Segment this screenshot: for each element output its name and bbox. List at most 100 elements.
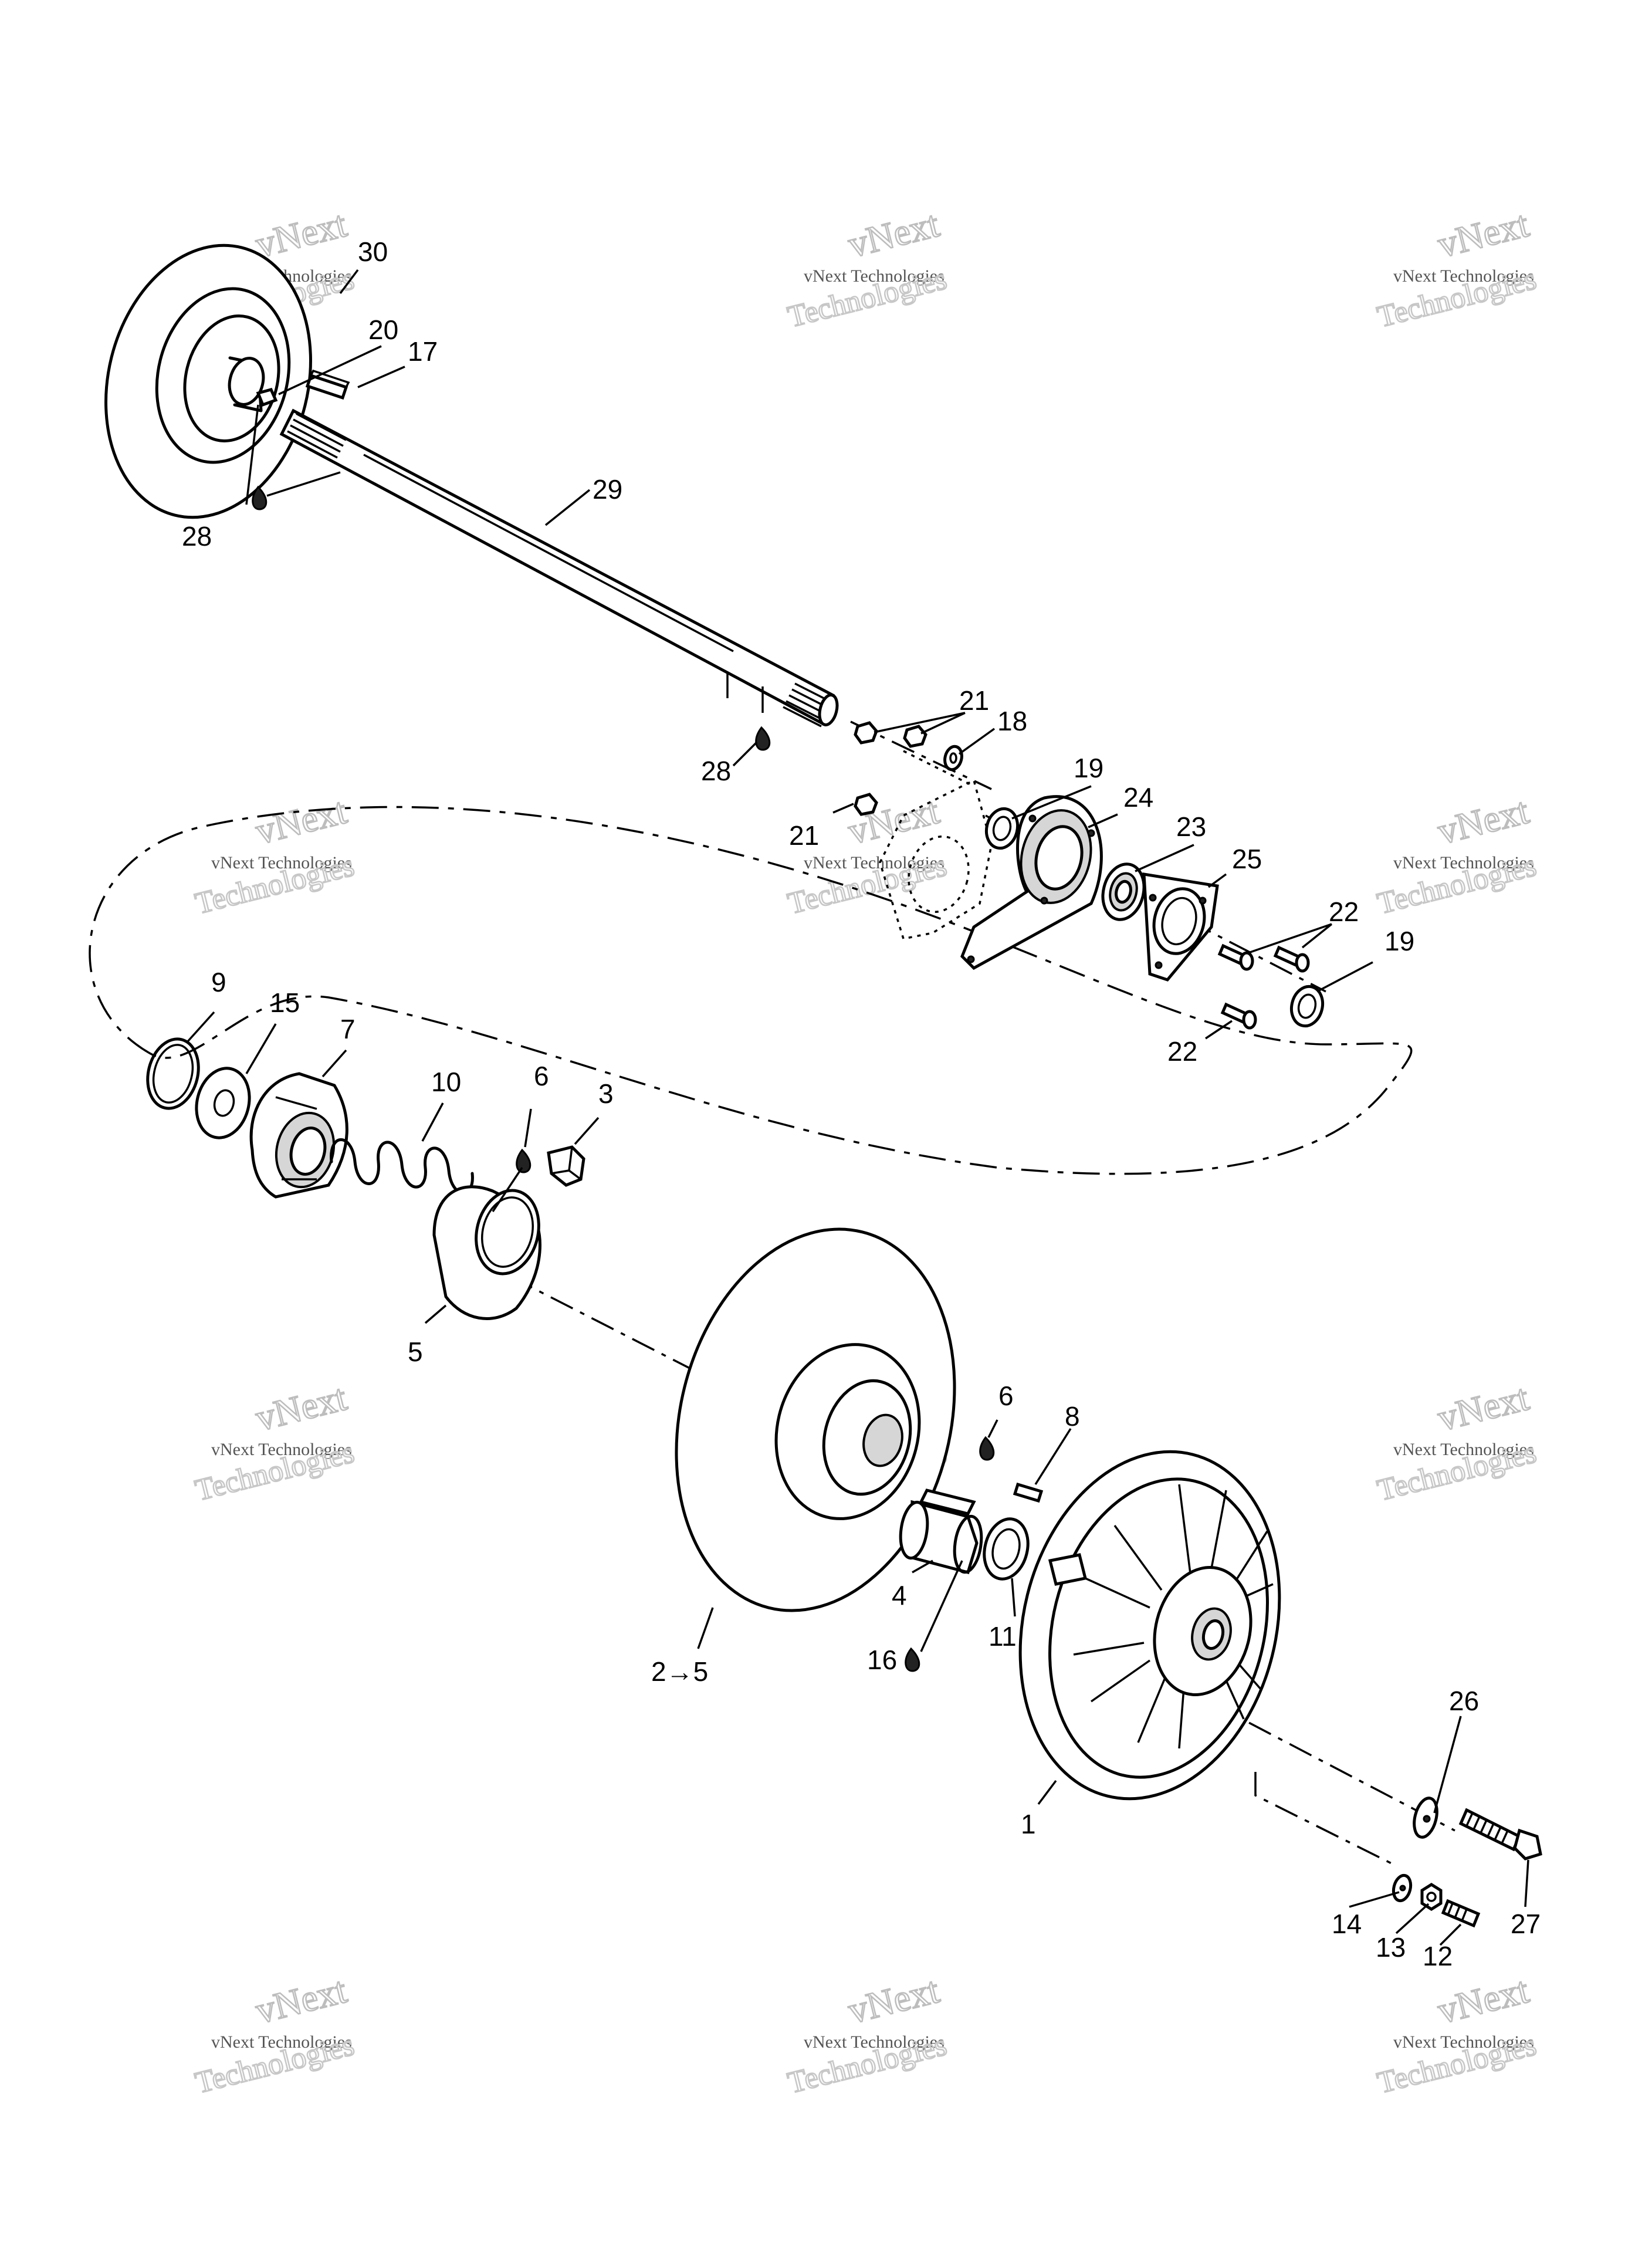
callout-13: 13 [1376,1932,1406,1963]
part-22-bolt-a [1217,943,1254,971]
part-28-grease-upper [252,485,268,510]
part-30-sheave [104,243,312,519]
callout-19-upper: 19 [1074,753,1103,783]
callout-11: 11 [989,1621,1017,1652]
part-16-grease [905,1647,920,1672]
watermark-line: vNext Technologies [1393,266,1534,286]
part-29-shaft [279,408,839,728]
part-6-grease-lower [979,1436,995,1461]
watermark-big-top: vNext [1434,1376,1533,1439]
callout-6-lower: 6 [998,1381,1014,1411]
part-3-slider [547,1145,585,1187]
callout-28-upper: 28 [182,521,212,552]
watermark-big-top: vNext [1434,1969,1533,2032]
watermark-top-center: vNext vNext Technologies Technologies [784,202,951,334]
part-17-key [305,369,350,400]
watermark-bottom-left: vNext vNext Technologies Technologies [191,1968,358,2100]
callout-19-lower: 19 [1384,926,1414,956]
callout-10: 10 [431,1067,461,1097]
watermark-line: vNext Technologies [211,1440,352,1459]
callout-27: 27 [1511,1909,1541,1939]
part-6-grease-upper [516,1148,532,1173]
part-22-bolt-b [1273,945,1310,973]
callout-labels: 30 20 17 28 29 21 18 28 19 24 21 23 25 2… [182,236,1541,1971]
shaft-centerline-drop [1254,1772,1397,1867]
watermark-big-top: vNext [252,1969,351,2032]
callout-20: 20 [368,314,398,345]
part-18-washer [943,745,963,772]
part-21-nut-c [854,793,878,816]
bracket-phantom-outline [879,750,993,941]
callout-15: 15 [270,987,300,1018]
callout-1: 1 [1021,1809,1036,1839]
watermark-big-top: vNext [1434,790,1533,853]
part-25-flange [1142,872,1219,982]
part-19-seal-lower [1289,985,1325,1028]
drive-belt-outline [89,806,1413,1175]
watermark-big-top: vNext [252,790,351,853]
watermark-big-top: vNext [1434,203,1533,266]
part-4-bushing [899,1489,983,1575]
callout-25: 25 [1232,844,1262,874]
part-19-seal-upper [984,807,1020,850]
callout-28-lower: 28 [701,756,731,786]
part-9-snap-ring [146,1037,200,1110]
part-1-fixed-sheave [1018,1450,1281,1801]
callout-23: 23 [1176,811,1206,842]
watermark-line: vNext Technologies [1393,1440,1534,1459]
callout-4: 4 [892,1580,907,1611]
leader-lines [187,269,1529,1946]
watermark-big-top: vNext [844,1969,943,2032]
watermark-big-top: vNext [252,203,351,266]
shaft-splines-upper [287,412,347,459]
watermark-line: vNext Technologies [804,266,945,286]
callout-22-upper: 22 [1329,897,1359,927]
part-26-washer [1413,1797,1438,1839]
callout-26: 26 [1449,1686,1479,1716]
callout-21-top: 21 [959,685,989,716]
callout-7: 7 [340,1014,356,1044]
part-24-bearing-plate [960,795,1103,970]
part-10-spring [330,1138,474,1195]
shaft-splines-lower [783,682,834,728]
part-28-grease-lower [755,726,771,751]
callout-12: 12 [1423,1941,1453,1971]
callout-24: 24 [1123,782,1153,813]
callout-29: 29 [593,474,622,505]
part-15-washer [195,1067,251,1139]
watermark-bottom-center: vNext vNext Technologies Technologies [784,1968,951,2100]
part-23-bearing [1101,862,1146,921]
watermark-line: vNext Technologies [211,853,352,872]
watermark-line: vNext Technologies [1393,2032,1534,2052]
callout-30: 30 [358,236,388,267]
watermark-low-right: vNext vNext Technologies Technologies [1373,1375,1541,1508]
watermark-line: vNext Technologies [804,2032,945,2052]
watermark-bottom-right: vNext vNext Technologies Technologies [1373,1968,1541,2100]
watermark-line: vNext Technologies [211,2032,352,2052]
watermark-mid-right: vNext vNext Technologies Technologies [1373,789,1541,921]
part-21-nut-a [854,721,878,745]
part-11-washer [983,1517,1030,1581]
watermark-big-top: vNext [252,1376,351,1439]
part-7-cam [249,1072,348,1199]
callout-21-mid: 21 [789,820,819,851]
callout-18: 18 [997,706,1027,736]
callout-9: 9 [211,967,226,997]
watermark-line: vNext Technologies [1393,853,1534,872]
watermark-big-top: vNext [844,203,943,266]
callout-17: 17 [408,336,438,367]
part-27-bolt [1458,1808,1542,1860]
callout-5: 5 [408,1337,423,1367]
watermark-line: vNext Technologies [804,853,945,872]
callout-16: 16 [867,1645,897,1675]
part-13-nut [1420,1883,1443,1911]
watermark-low-left: vNext vNext Technologies Technologies [191,1375,358,1508]
part-12-setscrew [1441,1899,1481,1928]
watermark-top-right: vNext vNext Technologies Technologies [1373,202,1541,334]
callout-2-to-5: 2→5 [651,1656,708,1687]
part-14-washer [1392,1873,1413,1903]
callout-3: 3 [598,1078,614,1109]
callout-14: 14 [1332,1909,1362,1939]
part-5-ring [432,1185,541,1320]
